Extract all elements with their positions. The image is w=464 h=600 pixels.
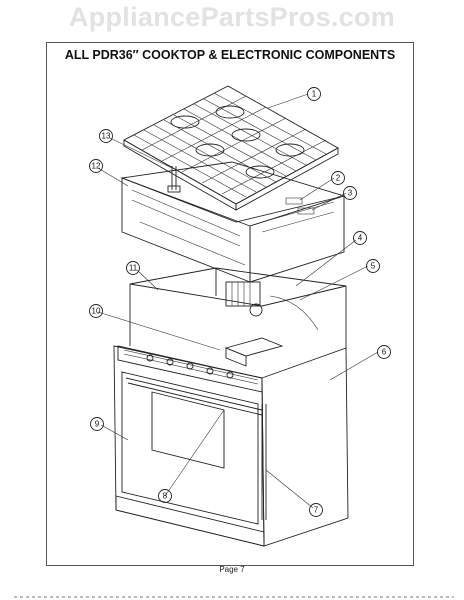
callout-11-label: 11 <box>129 264 138 273</box>
wiring-harness <box>225 281 319 331</box>
callout-4: 4 <box>353 231 367 245</box>
callout-3: 3 <box>343 186 357 200</box>
callout-10: 10 <box>89 304 103 318</box>
callout-13-label: 13 <box>102 132 111 141</box>
callout-5-label: 5 <box>371 262 376 271</box>
callout-12: 12 <box>89 159 103 173</box>
callout-13: 13 <box>99 129 113 143</box>
scan-edge-divider <box>14 596 454 598</box>
callout-5: 5 <box>366 259 380 273</box>
callout-11: 11 <box>126 261 140 275</box>
oven-body <box>113 267 349 547</box>
callout-2-label: 2 <box>336 174 341 183</box>
callout-4-label: 4 <box>358 234 363 243</box>
callout-2: 2 <box>331 171 345 185</box>
callout-8: 8 <box>158 489 172 503</box>
callout-10-label: 10 <box>92 307 101 316</box>
callout-3-label: 3 <box>348 189 353 198</box>
igniter-posts <box>167 166 181 193</box>
callout-7: 7 <box>309 503 323 517</box>
leader-lines <box>97 93 379 509</box>
callout-9-label: 9 <box>95 420 100 429</box>
callout-12-label: 12 <box>92 162 101 171</box>
callout-6-label: 6 <box>382 348 387 357</box>
page-number: Page 7 <box>219 565 245 574</box>
watermark-logo: AppliancePartsPros.com <box>68 2 396 32</box>
callout-9: 9 <box>90 417 104 431</box>
callout-1-label: 1 <box>312 90 317 99</box>
diagram-title: ALL PDR36″ COOKTOP & ELECTRONIC COMPONEN… <box>64 48 396 62</box>
callout-1: 1 <box>307 87 321 101</box>
burner-grates <box>123 85 339 211</box>
callout-8-label: 8 <box>163 492 168 501</box>
callout-6: 6 <box>377 345 391 359</box>
callout-7-label: 7 <box>314 506 319 515</box>
cooktop-tray <box>120 161 346 283</box>
diagram-frame <box>46 42 414 566</box>
